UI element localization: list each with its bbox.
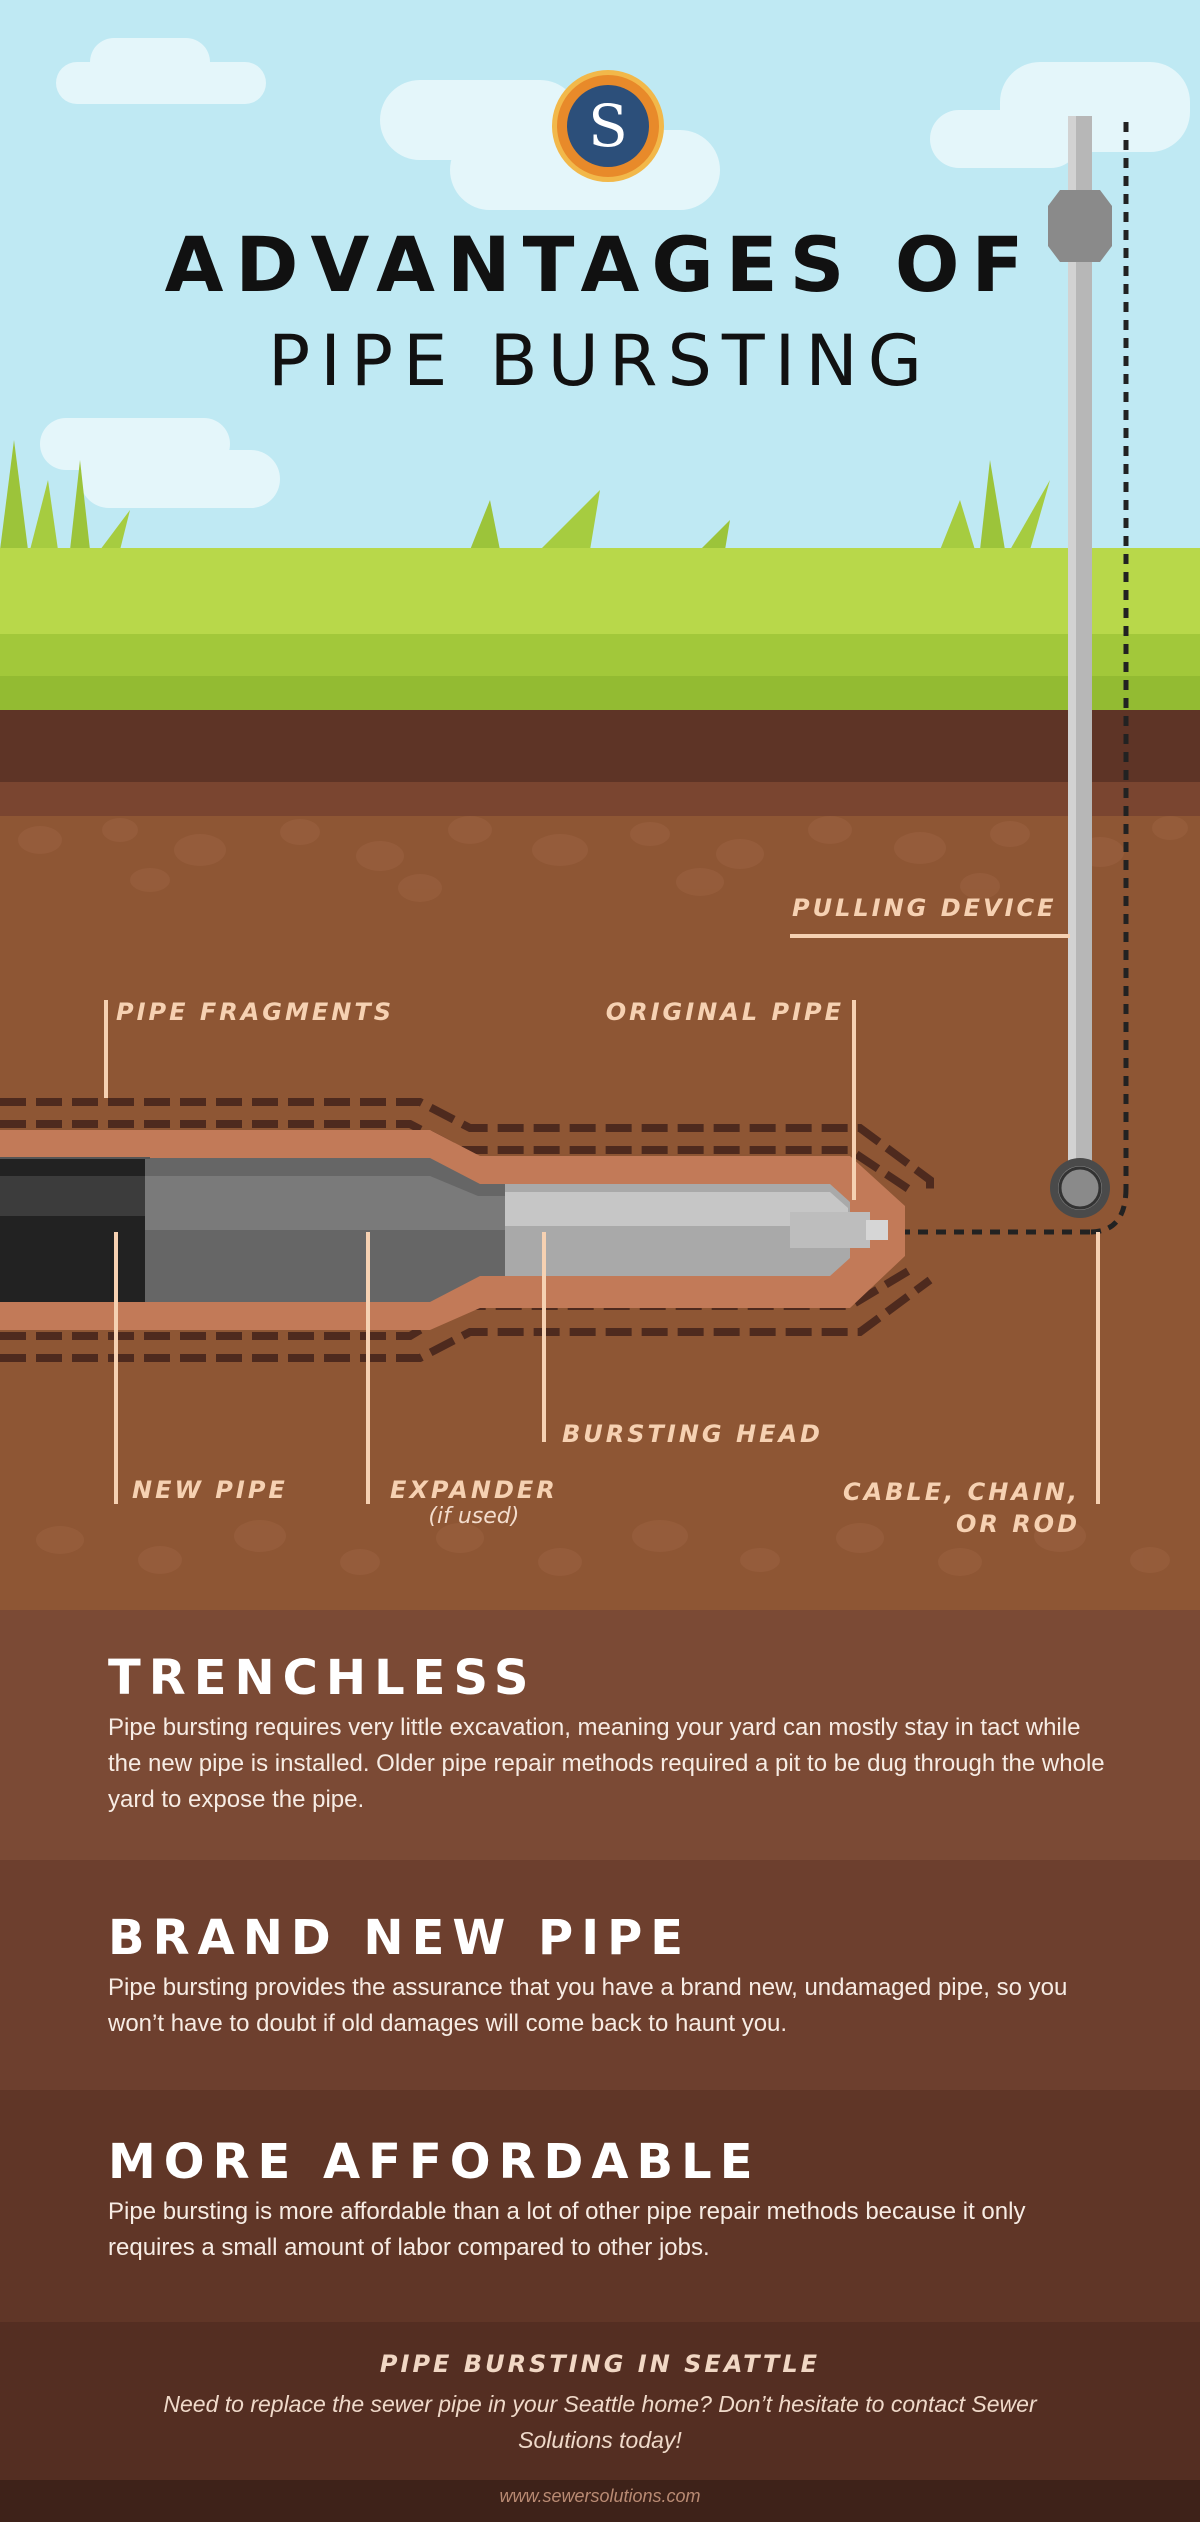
grass-tufts [0,440,1050,550]
label-original-pipe: ORIGINAL PIPE [605,998,844,1026]
advantage-text: Pipe bursting provides the assurance tha… [108,1974,1068,2037]
logo-monogram: S [588,92,628,160]
sewer-solutions-logo: S [552,70,664,182]
footer-text: Need to replace the sewer pipe in your S… [163,2391,1037,2453]
advantage-heading: MORE AFFORDABLE [108,2134,761,2190]
cloud [1000,62,1190,152]
pulling-device-leader [790,934,1070,938]
cable-leader [1096,1232,1100,1504]
page-title-line1: ADVANTAGES OF [164,220,1036,309]
label-expander: EXPANDER (if used) [390,1476,558,1529]
cloud [90,38,210,86]
url-band [0,2480,1200,2522]
logo-emblem: S [567,85,649,167]
advantage-text: Pipe bursting requires very little excav… [108,1714,1105,1813]
soil-layer [0,782,1200,816]
advantage-text: Pipe bursting is more affordable than a … [108,2198,1026,2261]
label-expander-text: EXPANDER [390,1476,558,1504]
label-new-pipe: NEW PIPE [132,1476,288,1504]
footer-band [0,2322,1200,2480]
page-title-line2: PIPE BURSTING [268,320,932,402]
website-link[interactable]: www.sewersolutions.com [499,2486,701,2506]
pipe-fragments-leader [104,1000,108,1098]
label-pipe-fragments: PIPE FRAGMENTS [116,998,395,1026]
grass-layer-mid [0,634,1200,676]
expander-leader [366,1232,370,1504]
label-cable-line2: OR ROD [955,1510,1080,1538]
advantage-trenchless: TRENCHLESS Pipe bursting requires very l… [0,1610,1200,1860]
grass-layer-bottom [0,676,1200,710]
footer-heading: PIPE BURSTING IN SEATTLE [379,2350,821,2378]
advantage-brand-new-pipe: BRAND NEW PIPE Pipe bursting provides th… [0,1860,1200,2090]
pipe-bursting-diagram [0,1098,934,1362]
original-pipe-leader [852,1000,856,1200]
advantage-more-affordable: MORE AFFORDABLE Pipe bursting is more af… [0,2090,1200,2322]
label-bursting-head: BURSTING HEAD [562,1420,823,1448]
label-pulling-device: PULLING DEVICE [792,894,1057,922]
cloud [80,450,280,508]
bursting-head-leader [542,1232,546,1442]
grass-layer [0,548,1200,634]
pulling-device-illustration [870,116,1129,1235]
new-pipe-leader [114,1232,118,1504]
label-cable-line1: CABLE, CHAIN, [842,1478,1080,1506]
advantage-heading: BRAND NEW PIPE [108,1910,692,1966]
label-expander-note: (if used) [428,1504,520,1529]
topsoil-layer [0,710,1200,782]
advantage-heading: TRENCHLESS [108,1650,537,1706]
label-cable-chain-rod: CABLE, CHAIN, OR ROD [800,1476,1080,1540]
